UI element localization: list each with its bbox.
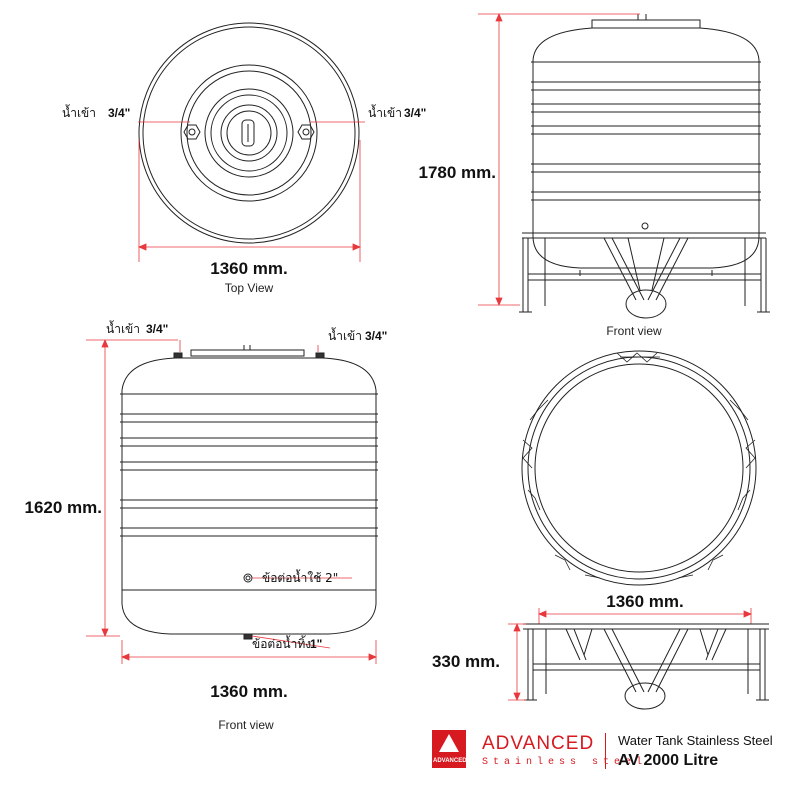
brand-divider	[605, 733, 606, 769]
product-description: Water Tank Stainless Steel	[618, 733, 773, 748]
top-inlet-right-size: 3/4"	[404, 106, 426, 120]
front-stand-height: 1780 mm.	[419, 163, 497, 182]
front-stand-dimension	[478, 12, 640, 307]
stand-top-view	[521, 350, 757, 586]
front-inlet-right-size: 3/4"	[365, 329, 387, 343]
stand-height: 330 mm.	[432, 652, 500, 671]
top-view	[138, 22, 360, 244]
top-inlet-right-label: น้ำเข้า	[368, 104, 402, 120]
drain-size: 1"	[310, 637, 322, 651]
front-tank-height: 1620 mm.	[25, 498, 103, 517]
advanced-logo: ADVANCED	[432, 730, 467, 768]
top-inlet-left-label: น้ำเข้า	[62, 104, 96, 120]
front-inlet-right-label: น้ำเข้า	[328, 327, 362, 343]
stand-width: 1360 mm.	[606, 592, 684, 611]
top-view-width: 1360 mm.	[210, 259, 288, 278]
stand-height-dimension	[508, 622, 526, 702]
front-tank-width: 1360 mm.	[210, 682, 288, 701]
front-stand-caption: Front view	[606, 324, 662, 338]
front-inlet-left-label: น้ำเข้า	[106, 320, 140, 336]
logo-text: ADVANCED	[433, 758, 467, 764]
front-view-tank	[120, 345, 378, 640]
top-inlet-left-size: 3/4"	[108, 106, 130, 120]
brand-block: ADVANCED ADVANCED Stainless steel Water …	[432, 730, 792, 780]
brand-tagline: Stainless steel	[482, 757, 648, 768]
outlet-label: ข้อต่อน้ำใช้ 2"	[262, 569, 338, 585]
front-tank-dimensions	[86, 338, 378, 664]
drain-label: ข้อต่อน้ำทิ้ง	[252, 635, 311, 651]
top-view-dimensions	[137, 121, 365, 262]
brand-name: ADVANCED	[482, 733, 595, 754]
stand-width-dimension	[537, 608, 753, 624]
stand-front-view	[523, 623, 769, 710]
front-view-stand	[519, 14, 770, 319]
top-view-caption: Top View	[225, 281, 274, 295]
logo-triangle-icon	[439, 734, 459, 752]
front-inlet-left-size: 3/4"	[146, 322, 168, 336]
front-tank-caption: Front view	[218, 718, 274, 732]
product-model: AV 2000 Litre	[618, 752, 719, 769]
